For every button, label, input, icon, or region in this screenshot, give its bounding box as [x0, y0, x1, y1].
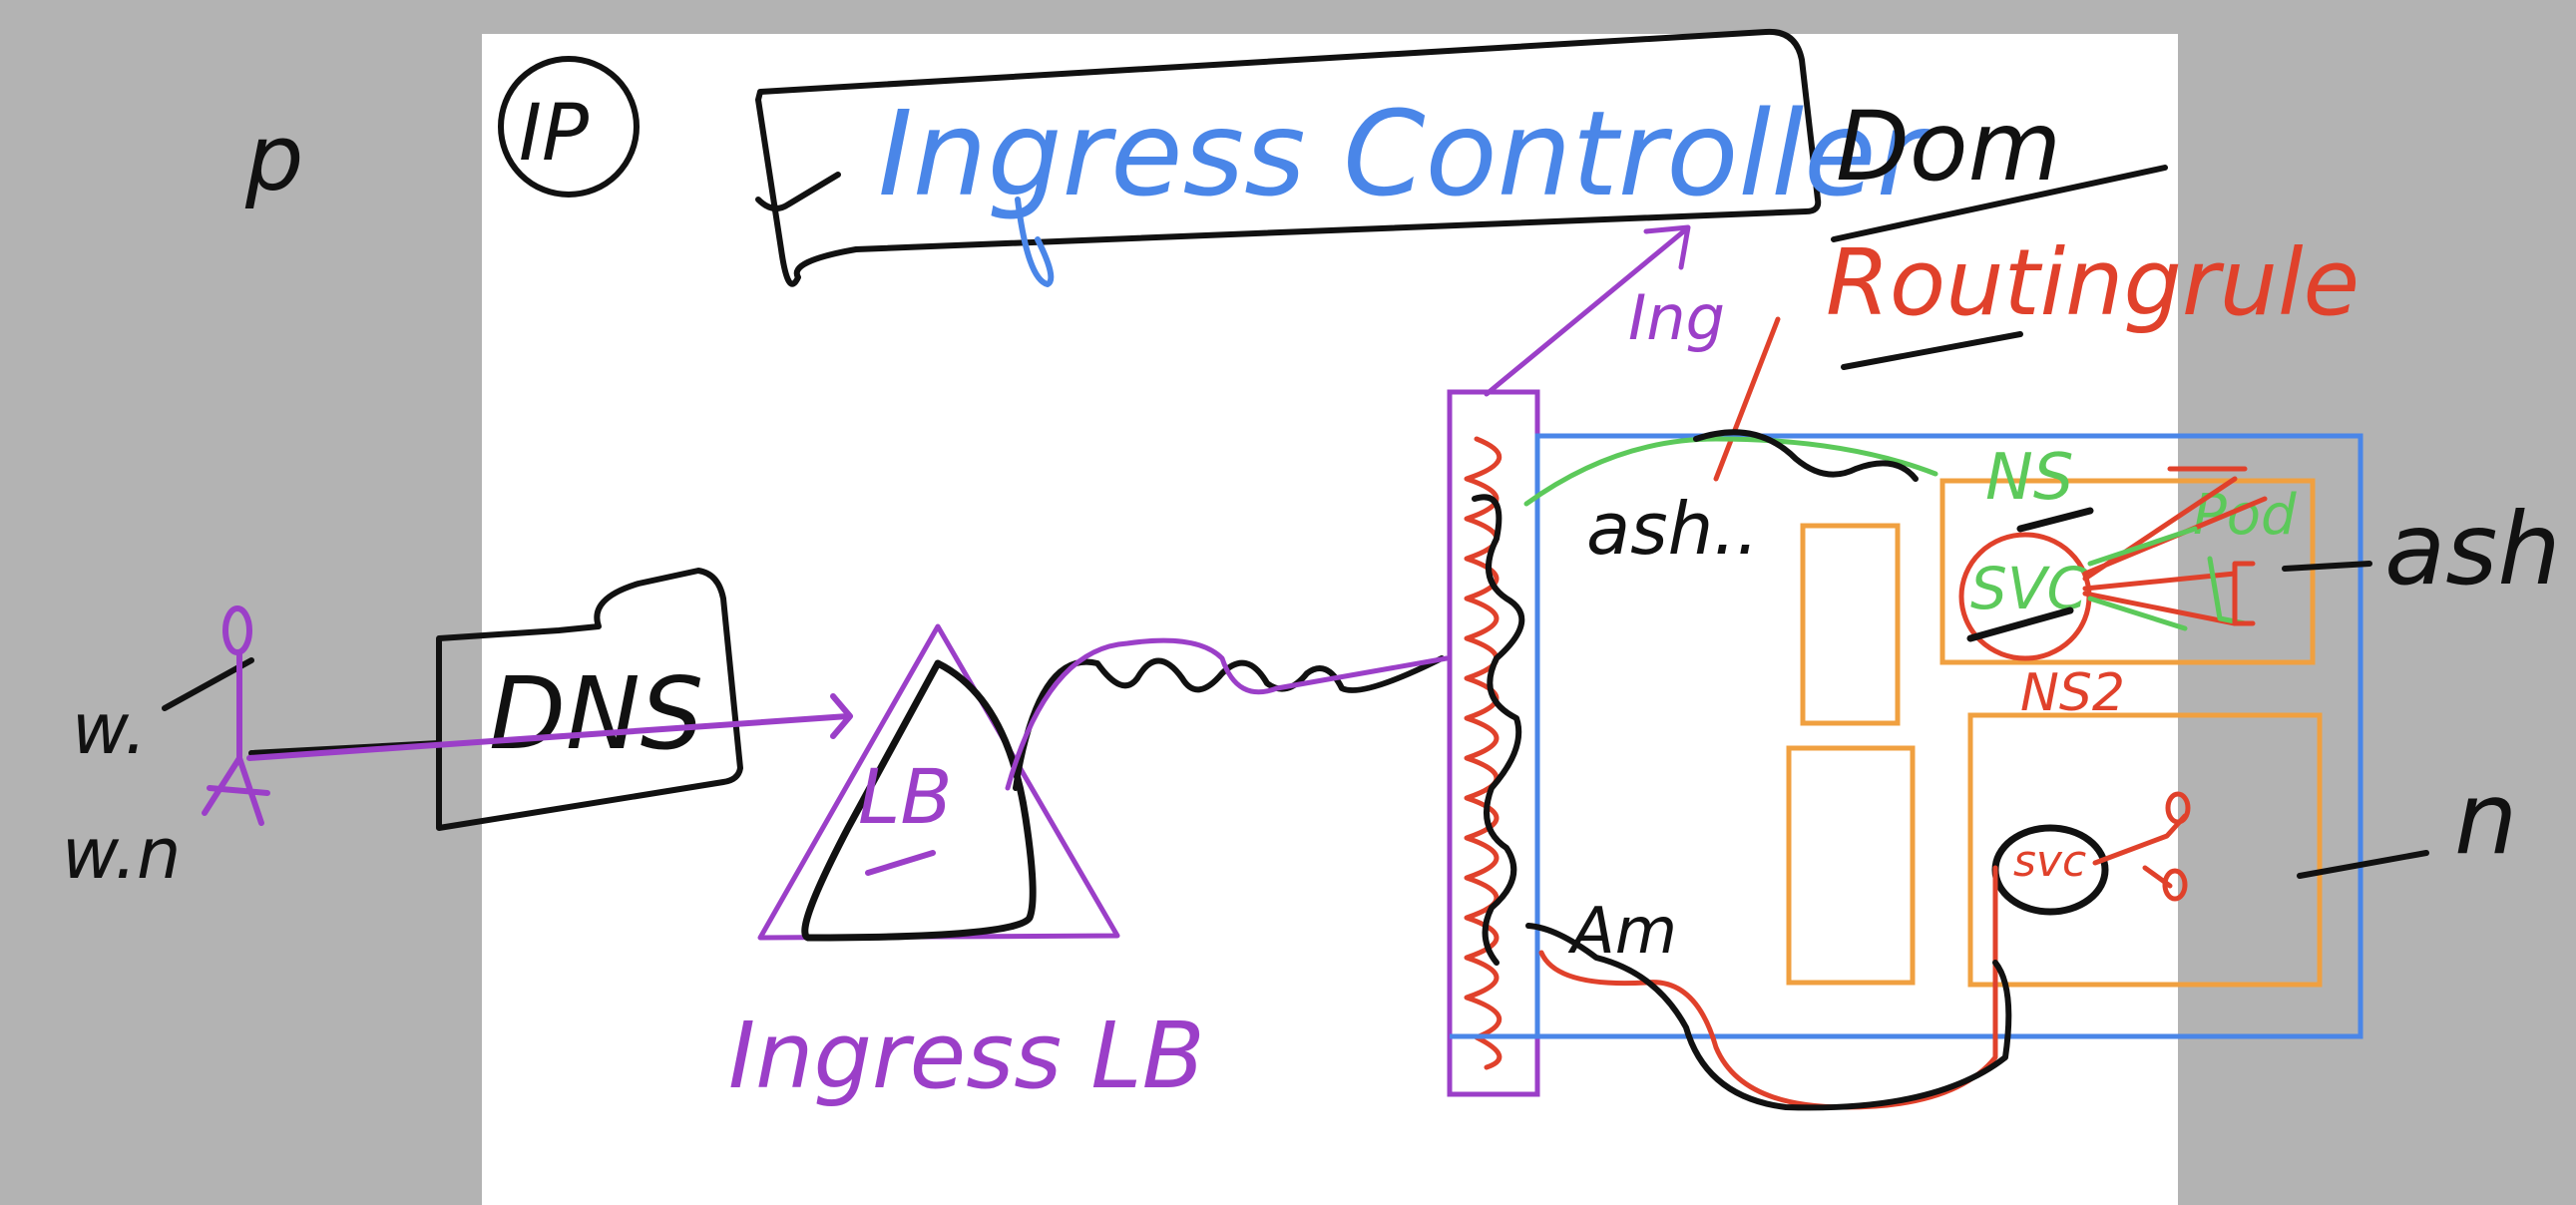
title-side-underline: [1831, 165, 2168, 242]
ingress-lb-text: Ingress LB: [728, 1003, 1205, 1109]
controller-black-scribble: [1472, 494, 1525, 966]
ash-route-black: [1693, 429, 1919, 482]
title-text: Ingress Controller: [878, 85, 1932, 222]
lb-to-controller-wave-black: [1013, 655, 1445, 791]
dns-box: [436, 568, 743, 831]
am-path-text: Am: [1567, 895, 1677, 969]
n-right-text: n: [2454, 760, 2517, 877]
title-box-tick: [755, 172, 841, 211]
routing-rule-underline: [1841, 331, 2023, 370]
user-head: [222, 605, 252, 655]
title-box: [755, 28, 1822, 287]
lb-to-controller-wave-purple: [1005, 637, 1450, 791]
routing-rule-pointer: [1713, 316, 1781, 482]
left-p-label: p: [244, 105, 303, 211]
node-empty-bottom: [1786, 745, 1916, 986]
ash-route-green: [1523, 436, 1938, 507]
n-right-dash: [2297, 850, 2429, 879]
ash-right-dash: [2282, 561, 2372, 572]
node-empty-top: [1800, 523, 1901, 726]
namespace2-box: [1967, 712, 2323, 988]
cluster-box: [1534, 433, 2363, 1039]
am-route-red: [1538, 865, 1998, 1110]
am-route-black: [1525, 923, 2012, 1111]
controller-to-ing-arrow: [1484, 224, 1691, 397]
lb-inner-shape: [801, 659, 1037, 942]
ing-note-text: Ing: [1628, 281, 1725, 354]
svc1-strikes: [1966, 507, 2094, 642]
ash-path-text: ash..: [1586, 487, 1759, 571]
corner-mark-text: IP: [519, 89, 589, 179]
left-w1-label: w.: [72, 688, 147, 770]
ash-right-text: ash: [2384, 491, 2561, 607]
namespace1-box: [1939, 478, 2316, 665]
left-w2-label: w.n: [62, 813, 181, 895]
routing-rule-text: Routingrule: [1826, 229, 2360, 336]
lb-text: LB: [858, 752, 952, 841]
corner-circle: [498, 56, 640, 198]
dns-text: DNS: [489, 655, 703, 772]
user-body: [202, 650, 270, 826]
pod-text: Pod: [2193, 483, 2297, 548]
namespace1-label: NS: [1985, 441, 2074, 515]
svc2-pod-b: [2162, 868, 2188, 902]
dns-to-lb-arrow: [246, 693, 853, 761]
pod-bracket: [2232, 561, 2256, 626]
lb-underline: [865, 850, 936, 876]
svc2-text: svc: [2013, 836, 2086, 887]
svc2-pod-a: [2165, 791, 2191, 825]
title-side-note: Dom: [1836, 91, 2061, 202]
title-underline-flourish: [1015, 197, 1055, 287]
